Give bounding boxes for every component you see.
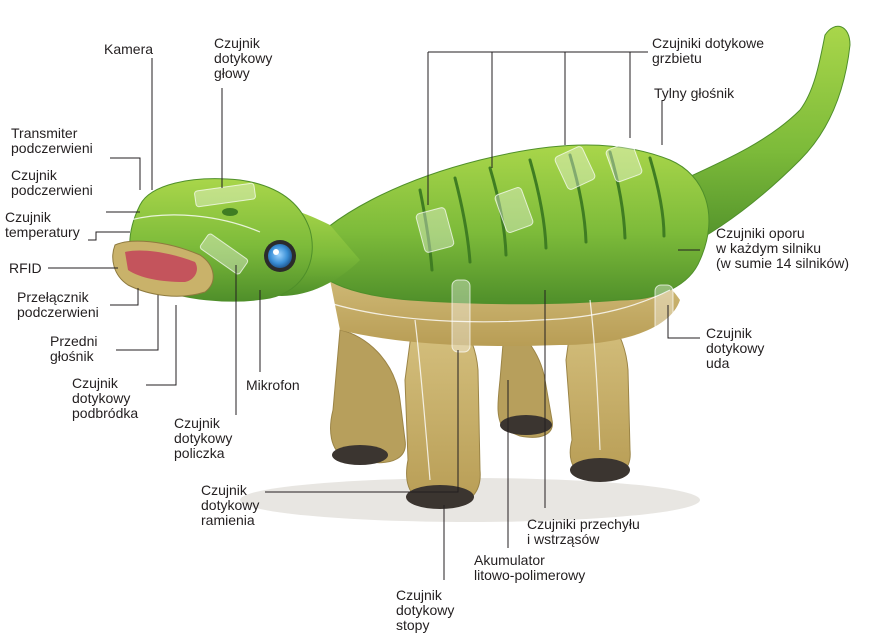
label-tylny-glosnik: Tylny głośnik	[654, 86, 734, 101]
label-czujnik-podczerwieni: Czujnik podczerwieni	[11, 168, 93, 198]
label-czujnik-dotykowy-ramienia: Czujnik dotykowy ramienia	[201, 483, 259, 528]
label-akumulator: Akumulator litowo-polimerowy	[474, 553, 585, 583]
leader-podbrodka	[146, 305, 176, 385]
label-czujniki-dotykowe-grzbietu: Czujniki dotykowe grzbietu	[652, 36, 764, 66]
label-przedni-glosnik: Przedni głośnik	[50, 334, 97, 364]
label-czujnik-dotykowy-stopy: Czujnik dotykowy stopy	[396, 588, 454, 633]
label-czujnik-temperatury: Czujnik temperatury	[5, 210, 80, 240]
label-czujnik-dotykowy-uda: Czujnik dotykowy uda	[706, 326, 764, 371]
leader-przelacznik	[110, 288, 138, 305]
leader-uda	[668, 305, 700, 338]
label-czujnik-dotykowy-podbrodka: Czujnik dotykowy podbródka	[72, 376, 138, 421]
label-czujniki-przechylu: Czujniki przechyłu i wstrząsów	[527, 517, 640, 547]
label-mikrofon: Mikrofon	[246, 378, 300, 393]
leader-ramienia	[265, 350, 458, 492]
label-kamera: Kamera	[104, 42, 153, 57]
label-czujnik-dotykowy-glowy: Czujnik dotykowy głowy	[214, 36, 272, 81]
label-transmiter-podczerwieni: Transmiter podczerwieni	[11, 126, 93, 156]
leader-transmiter	[110, 158, 140, 190]
label-czujnik-dotykowy-policzka: Czujnik dotykowy policzka	[174, 416, 232, 461]
label-przelacznik-podczerwieni: Przełącznik podczerwieni	[17, 290, 99, 320]
label-czujniki-oporu: Czujniki oporu w każdym silniku (w sumie…	[716, 226, 849, 271]
leader-czujnik-temperatury	[88, 232, 130, 240]
leader-przedni-glosnik	[116, 295, 158, 350]
label-rfid: RFID	[9, 261, 42, 276]
